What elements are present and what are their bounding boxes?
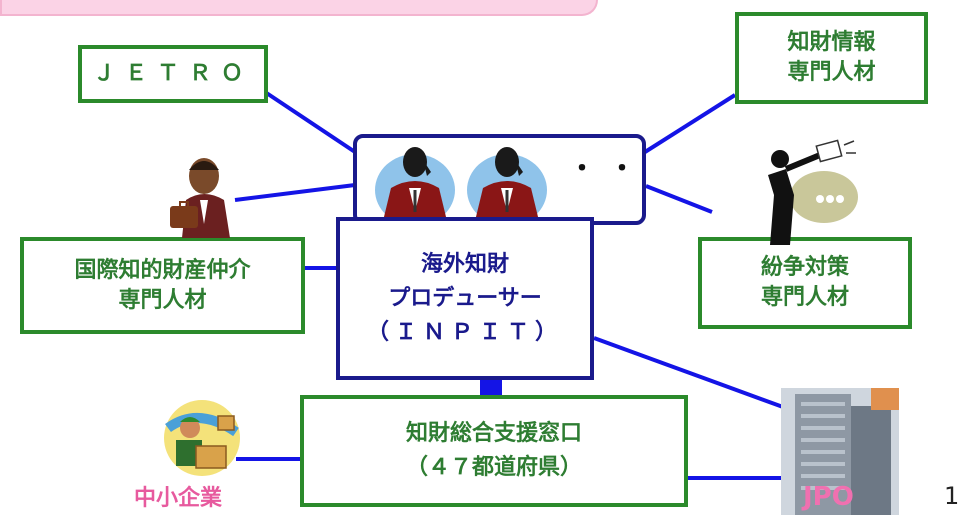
connector-dispute: [645, 184, 713, 214]
person-phone-icon: [375, 147, 455, 226]
portrait-images: [375, 147, 547, 226]
dispute-label-1: 紛争対策: [760, 255, 849, 280]
worker-icon: [164, 400, 240, 476]
ellipsis-dots: ・・: [569, 154, 650, 184]
center-box: 海外知財 プロデューサー （ＩＮＰＩＴ）: [336, 217, 594, 380]
connector-jetro: [263, 90, 357, 154]
intl-broker-label-2: 専門人材: [118, 287, 207, 313]
producer-portraits: ・・: [353, 134, 650, 226]
jpo-building-icon: [781, 388, 899, 515]
businessman-icon: [170, 158, 230, 238]
support-box: 知財総合支援窓口 （４７都道府県）: [300, 395, 688, 507]
person-phone-icon: [467, 147, 547, 226]
connector-jpo: [593, 336, 784, 409]
connector-person-left: [234, 183, 356, 202]
intl-broker-box: 国際知的財産仲介 専門人材: [20, 237, 305, 334]
sme-label: 中小企業: [134, 486, 223, 511]
center-title: 海外知財: [420, 251, 509, 277]
dispute-label-2: 専門人材: [760, 285, 849, 310]
page-number: 1: [944, 482, 960, 510]
center-subtitle: プロデューサー: [388, 285, 542, 311]
dispute-box: 紛争対策 専門人材: [698, 237, 912, 329]
connector-center-support: [480, 378, 502, 398]
jetro-label: ＪＥＴＲＯ: [92, 61, 253, 86]
speaker-icon: [768, 139, 858, 245]
connector-ip-info: [643, 93, 737, 154]
support-label-2: （４７都道府県）: [405, 455, 582, 480]
intl-broker-label-1: 国際知的財産仲介: [74, 257, 251, 283]
ip-info-label-1: 知財情報: [787, 30, 876, 55]
support-label-1: 知財総合支援窓口: [405, 421, 582, 446]
ip-info-box: 知財情報 専門人材: [735, 12, 928, 104]
ip-info-label-2: 専門人材: [787, 60, 876, 85]
center-org: （ＩＮＰＩＴ）: [366, 319, 563, 345]
jetro-box: ＪＥＴＲＯ: [78, 45, 268, 103]
jpo-label: JPO: [803, 482, 854, 512]
